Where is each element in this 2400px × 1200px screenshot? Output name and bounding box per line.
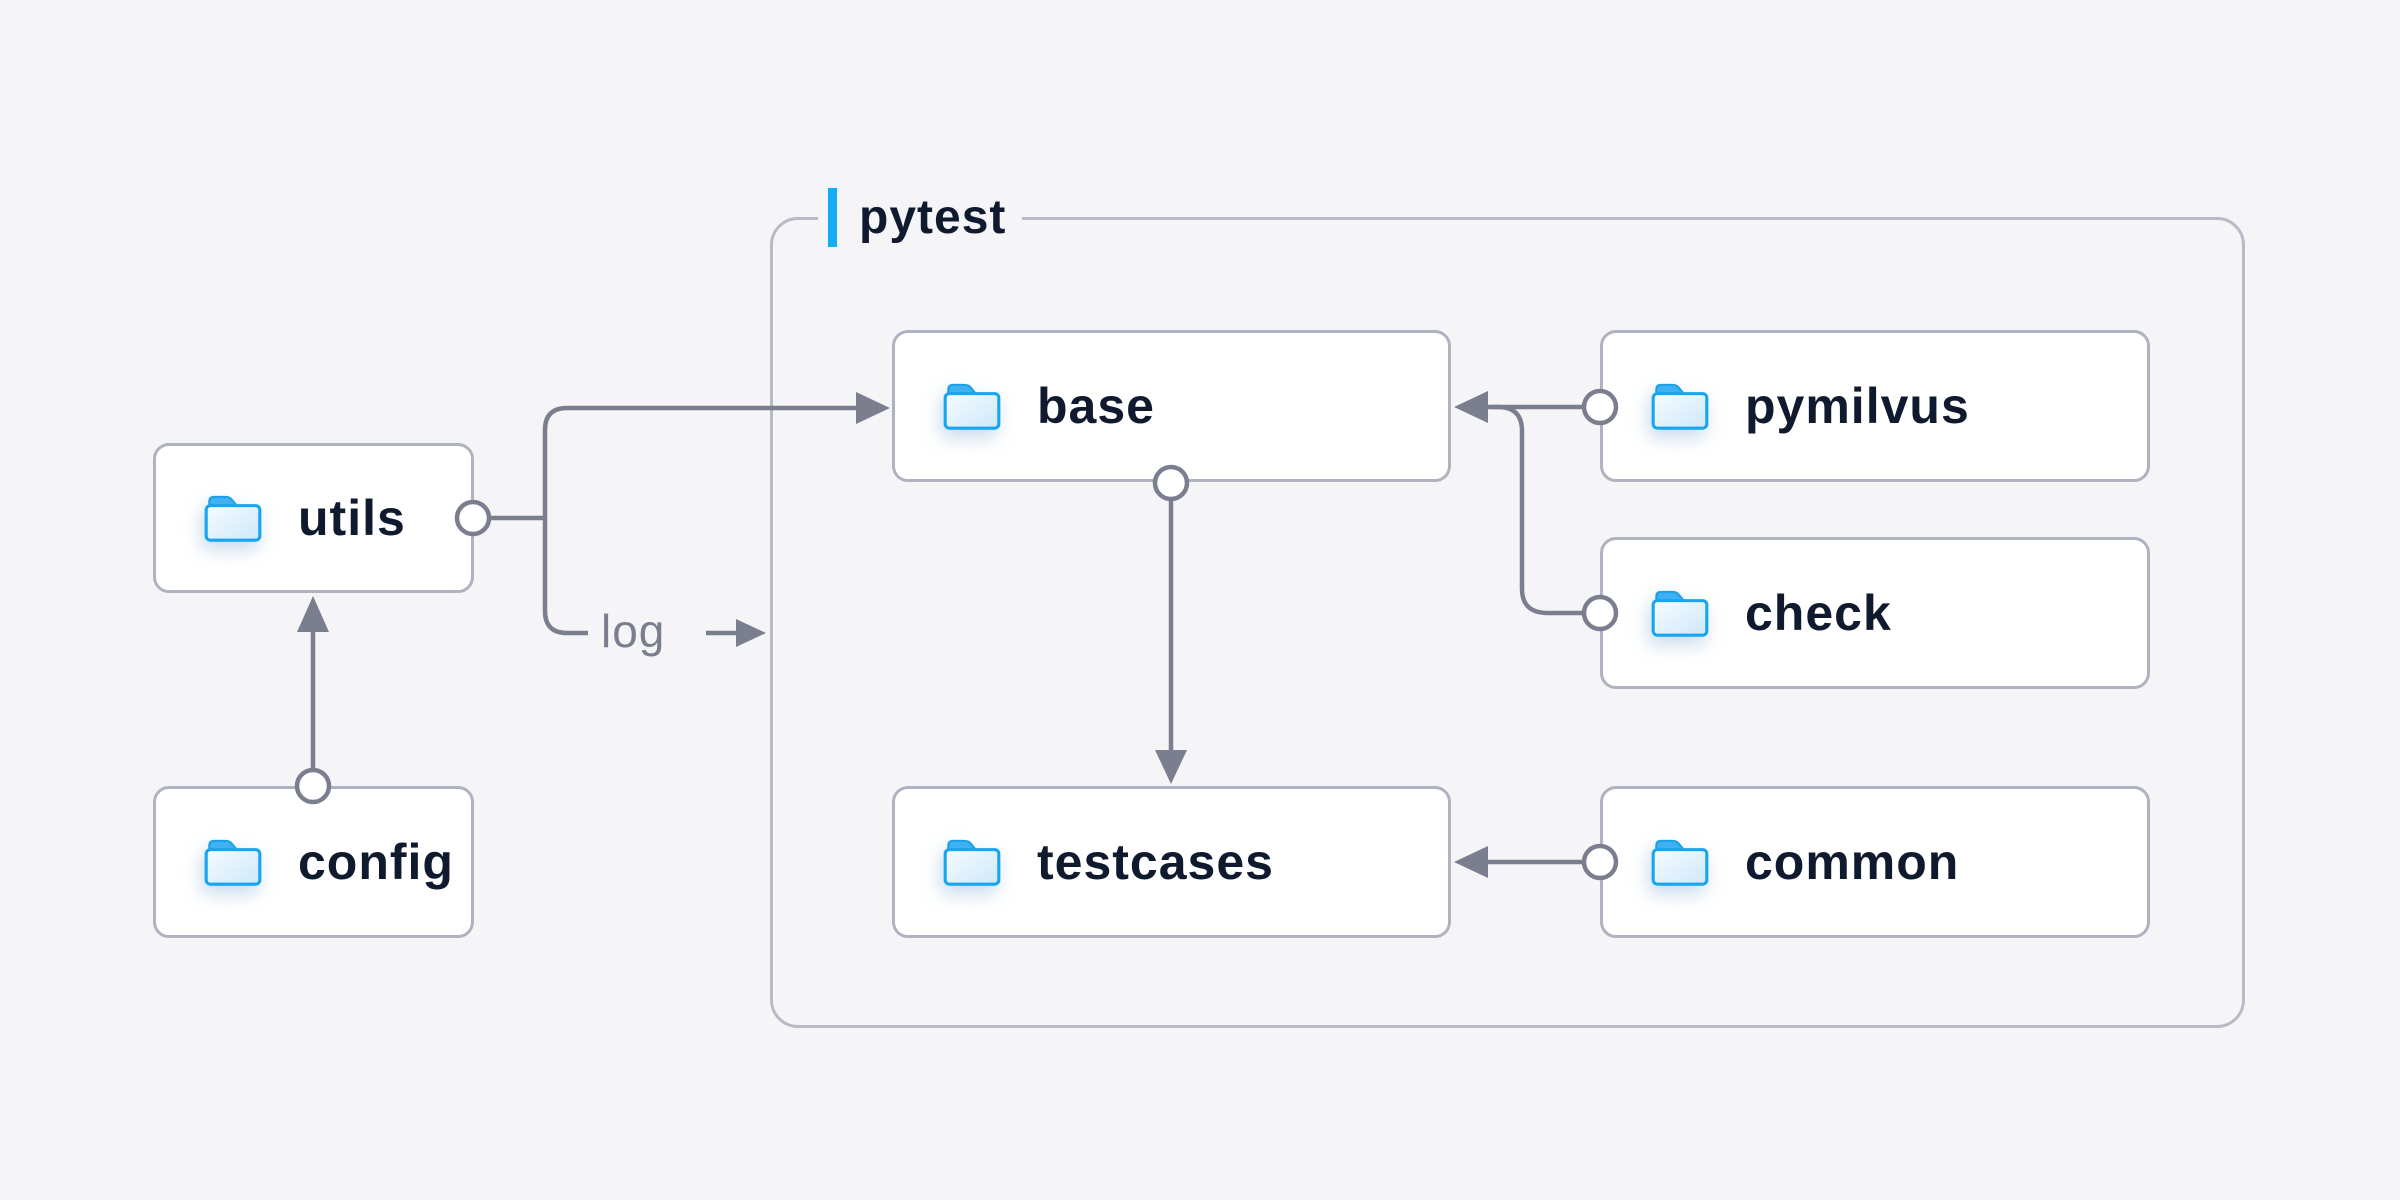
folder-icon	[943, 383, 1001, 430]
node-check: check	[1600, 537, 2150, 689]
folder-icon	[204, 839, 262, 886]
node-check-label: check	[1745, 585, 1892, 641]
group-title: pytest	[859, 190, 1007, 244]
folder-body	[1651, 392, 1709, 430]
folder-body	[943, 392, 1001, 430]
folder-icon	[1651, 590, 1709, 637]
node-base: base	[892, 330, 1451, 482]
folder-icon	[1651, 383, 1709, 430]
folder-icon	[204, 495, 262, 542]
folder-icon	[1651, 839, 1709, 886]
node-utils: utils	[153, 443, 474, 593]
node-config-label: config	[298, 834, 454, 890]
log-arrowhead	[736, 619, 766, 647]
pytest-group-label: pytest	[818, 186, 1023, 248]
node-testcases: testcases	[892, 786, 1451, 938]
folder-body	[1651, 848, 1709, 886]
node-common-label: common	[1745, 834, 1960, 890]
edge-label-log: log	[601, 605, 666, 657]
accent-bar	[828, 187, 837, 247]
folder-body	[204, 848, 262, 886]
node-config: config	[153, 786, 474, 938]
node-base-label: base	[1037, 378, 1155, 434]
node-common: common	[1600, 786, 2150, 938]
node-pymilvus-label: pymilvus	[1745, 378, 1970, 434]
folder-icon	[943, 839, 1001, 886]
node-pymilvus: pymilvus	[1600, 330, 2150, 482]
node-testcases-label: testcases	[1037, 834, 1274, 890]
folder-body	[943, 848, 1001, 886]
folder-body	[1651, 599, 1709, 637]
arrowhead-into-utils	[297, 596, 329, 632]
folder-body	[204, 504, 262, 542]
node-utils-label: utils	[298, 490, 406, 546]
